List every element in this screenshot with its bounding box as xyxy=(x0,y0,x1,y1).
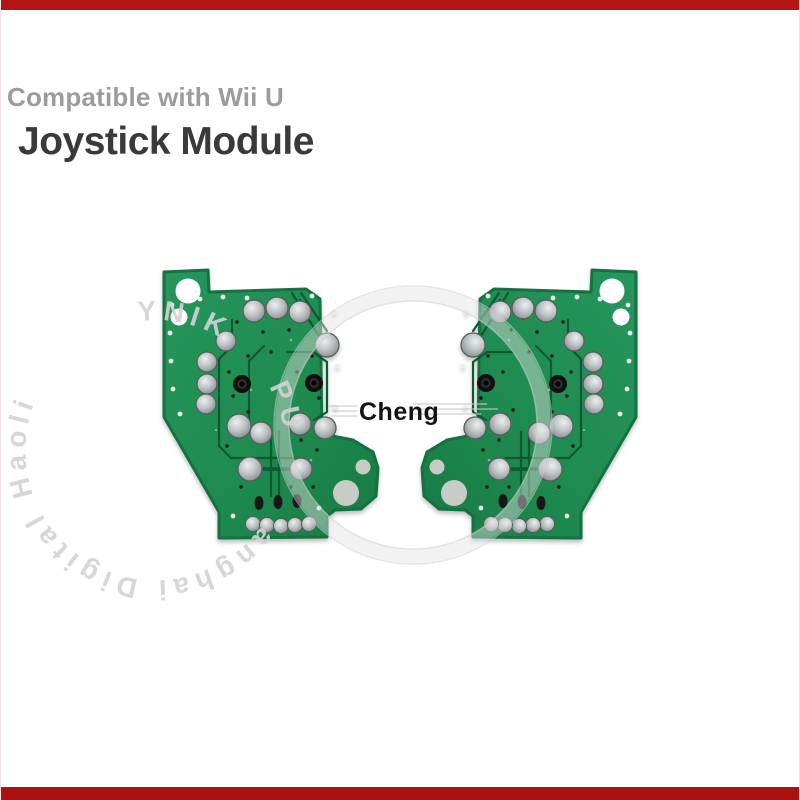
product-title: Joystick Module xyxy=(18,120,314,163)
watermark-ring xyxy=(275,287,551,563)
watermark-strike-lines xyxy=(329,403,498,417)
top-red-bar xyxy=(1,0,799,10)
pcb-left xyxy=(162,268,380,540)
pcb-right xyxy=(420,268,638,540)
compatibility-text: Compatible with Wii U xyxy=(7,82,284,112)
watermark-center-text: Cheng xyxy=(359,398,439,426)
bottom-red-bar xyxy=(1,787,799,800)
